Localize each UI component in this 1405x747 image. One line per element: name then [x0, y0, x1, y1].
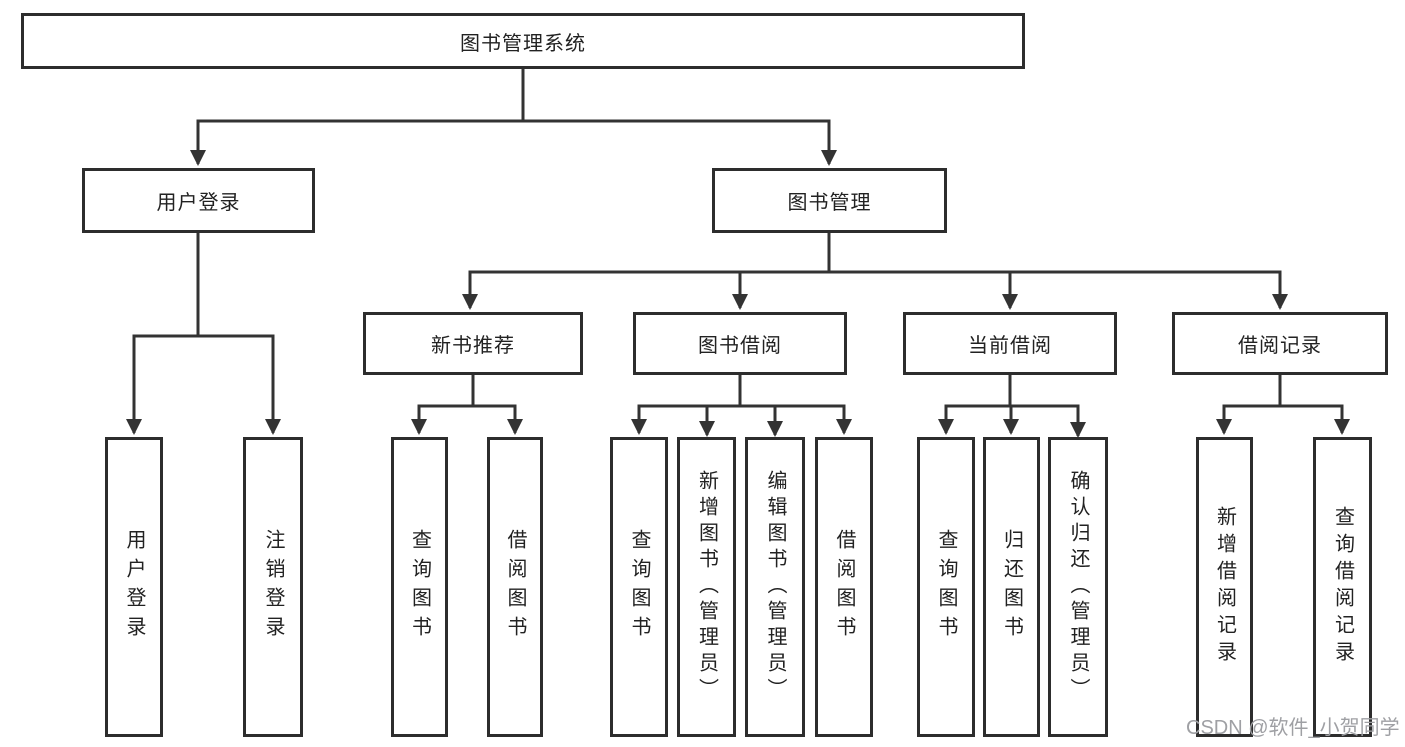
node-book-borrowing: 图书借阅 — [633, 312, 847, 375]
leaf-label: 查询图书 — [408, 529, 431, 645]
leaf-label: 归还图书 — [1000, 529, 1023, 645]
leaf-label: 借阅图书 — [504, 529, 526, 645]
node-label: 用户登录 — [156, 192, 241, 214]
leaf-query-books-recommend: 查询图书 — [391, 437, 448, 737]
leaf-borrow-books-recommend: 借阅图书 — [487, 437, 543, 737]
leaf-label: 编辑图书（管理员） — [764, 470, 786, 704]
csdn-watermark: CSDN @软件_小贺同学 — [1186, 717, 1400, 739]
leaf-label: 借阅图书 — [833, 529, 855, 645]
leaf-query-books-borrowing: 查询图书 — [610, 437, 668, 737]
leaf-label: 注销登录 — [262, 529, 284, 645]
node-user-login-module: 用户登录 — [82, 168, 315, 233]
node-label: 新书推荐 — [431, 335, 515, 357]
node-library-management-system: 图书管理系统 — [21, 13, 1025, 69]
leaf-label: 确认归还（管理员） — [1067, 470, 1089, 704]
leaf-label: 新增图书（管理员） — [695, 470, 718, 704]
leaf-query-books-current: 查询图书 — [917, 437, 975, 737]
leaf-confirm-return-admin: 确认归还（管理员） — [1048, 437, 1108, 737]
node-label: 借阅记录 — [1238, 335, 1322, 357]
leaf-edit-books-admin: 编辑图书（管理员） — [745, 437, 805, 737]
node-book-management-module: 图书管理 — [712, 168, 947, 233]
leaf-add-books-admin: 新增图书（管理员） — [677, 437, 736, 737]
leaf-label: 查询图书 — [628, 529, 650, 645]
leaf-logout: 注销登录 — [243, 437, 303, 737]
leaf-return-books: 归还图书 — [983, 437, 1040, 737]
node-label: 当前借阅 — [968, 335, 1052, 357]
leaf-add-borrow-record: 新增借阅记录 — [1196, 437, 1253, 737]
leaf-label: 新增借阅记录 — [1213, 506, 1236, 668]
node-label: 图书管理系统 — [460, 32, 586, 55]
node-label: 图书管理 — [787, 192, 872, 214]
node-current-borrowing: 当前借阅 — [903, 312, 1117, 375]
leaf-query-borrow-record: 查询借阅记录 — [1313, 437, 1372, 737]
leaf-borrow-books: 借阅图书 — [815, 437, 873, 737]
node-label: 图书借阅 — [698, 335, 782, 357]
leaf-user-login: 用户登录 — [105, 437, 163, 737]
leaf-label: 查询图书 — [935, 529, 957, 645]
leaf-label: 用户登录 — [123, 529, 145, 645]
leaf-label: 查询借阅记录 — [1331, 506, 1354, 668]
node-new-book-recommendation: 新书推荐 — [363, 312, 583, 375]
node-borrow-records: 借阅记录 — [1172, 312, 1388, 375]
